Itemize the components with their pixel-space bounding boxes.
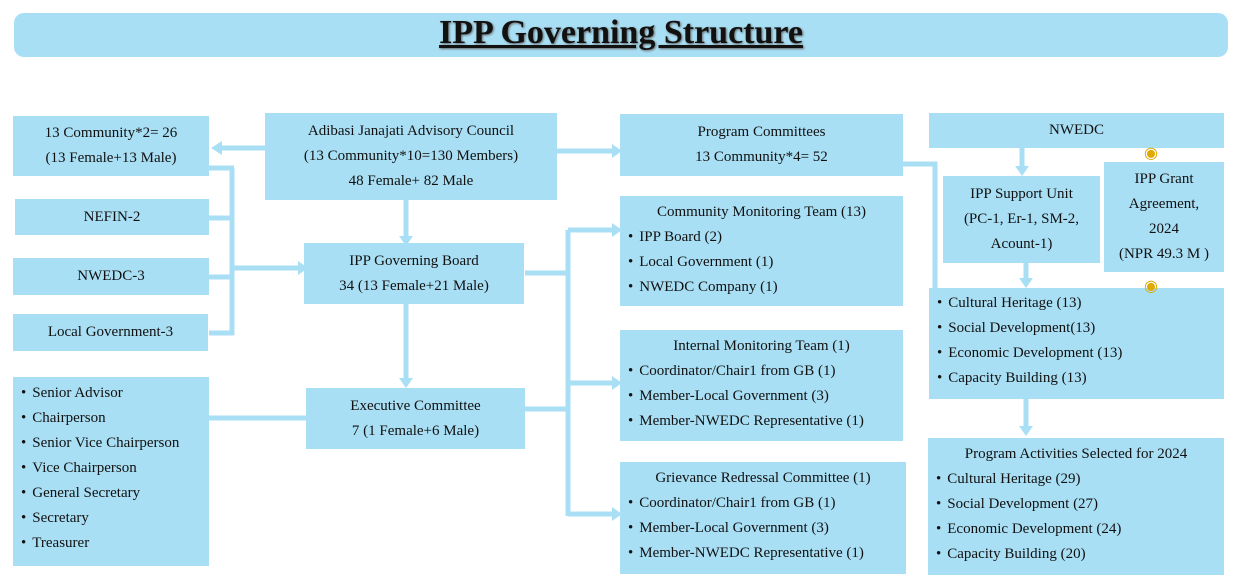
community-monitoring-team-box: Community Monitoring Team (13) IPP Board… [620,196,903,306]
officers-list: Senior Advisor Chairperson Senior Vice C… [13,377,209,566]
handshake-icon: ◉ [1144,278,1158,295]
handshake-icon: ◉ [1144,145,1158,162]
program-areas-box: Cultural Heritage (13) Social Developmen… [929,288,1224,399]
list-item: Member-Local Government (3) [628,384,903,409]
local-government3-box: Local Government-3 [13,314,208,351]
list-item: Coordinator/Chair1 from GB (1) [628,491,906,516]
nwedc-box: NWEDC [929,113,1224,148]
list-item: IPP Board (2) [628,225,903,250]
list-item: Economic Development (13) [937,341,1224,366]
list-item: General Secretary [21,481,209,506]
ipp-grant-agreement-box: IPP Grant Agreement, 2024 (NPR 49.3 M ) [1104,162,1224,272]
advisory-council-box: Adibasi Janajati Advisory Council (13 Co… [265,113,557,200]
list-item: Economic Development (24) [936,517,1224,542]
community-members-box: 13 Community*2= 26 (13 Female+13 Male) [13,116,209,176]
nwedc3-box: NWEDC-3 [13,258,209,295]
list-item: Cultural Heritage (13) [937,291,1224,316]
executive-committee-box: Executive Committee 7 (1 Female+6 Male) [306,388,525,449]
list-item: Local Government (1) [628,250,903,275]
list-item: Capacity Building (13) [937,366,1224,391]
governing-board-box: IPP Governing Board 34 (13 Female+21 Mal… [304,243,524,304]
grievance-redressal-committee-box: Grievance Redressal Committee (1) Coordi… [620,462,906,574]
ipp-support-unit-box: IPP Support Unit (PC-1, Er-1, SM-2, Acou… [943,176,1100,263]
list-item: Coordinator/Chair1 from GB (1) [628,359,903,384]
list-item: Senior Vice Chairperson [21,431,209,456]
list-item: Chairperson [21,406,209,431]
program-activities-box: Program Activities Selected for 2024 Cul… [928,438,1224,575]
nefin-box: NEFIN-2 [15,199,209,235]
list-item: Vice Chairperson [21,456,209,481]
list-item: Cultural Heritage (29) [936,467,1224,492]
list-item: Capacity Building (20) [936,542,1224,567]
internal-monitoring-team-box: Internal Monitoring Team (1) Coordinator… [620,330,903,441]
list-item: Member-NWEDC Representative (1) [628,409,903,434]
list-item: Member-Local Government (3) [628,516,906,541]
page-title: IPP Governing Structure [14,13,1228,57]
list-item: Social Development(13) [937,316,1224,341]
list-item: Treasurer [21,531,209,556]
list-item: Senior Advisor [21,381,209,406]
list-item: Member-NWEDC Representative (1) [628,541,906,566]
program-committees-box: Program Committees 13 Community*4= 52 [620,114,903,176]
list-item: Social Development (27) [936,492,1224,517]
list-item: Secretary [21,506,209,531]
list-item: NWEDC Company (1) [628,275,903,300]
